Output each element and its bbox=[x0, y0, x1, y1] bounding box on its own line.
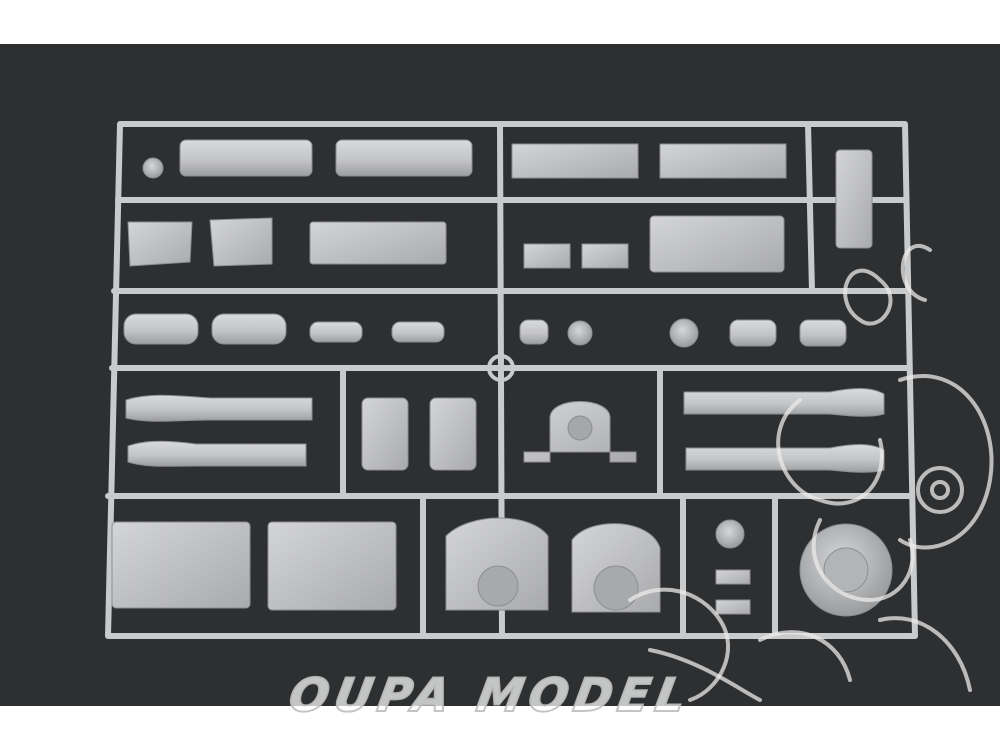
elbow-part bbox=[799, 319, 847, 347]
bracket-part bbox=[835, 149, 873, 249]
small-part bbox=[581, 243, 629, 269]
oil-pan-part bbox=[309, 221, 447, 265]
small-part bbox=[519, 319, 549, 345]
starter-part bbox=[729, 319, 777, 347]
small-part bbox=[142, 157, 164, 179]
pulley-part bbox=[567, 320, 593, 346]
sump-part bbox=[649, 215, 785, 273]
panel-part bbox=[659, 143, 787, 179]
small-part bbox=[715, 599, 751, 615]
cover-part bbox=[127, 221, 193, 267]
filter-part bbox=[429, 397, 477, 471]
cylinder-head-part bbox=[179, 139, 313, 177]
canister-part bbox=[211, 313, 287, 345]
exhaust-part bbox=[685, 444, 885, 473]
flywheel-hub bbox=[823, 547, 869, 593]
small-part bbox=[715, 519, 745, 549]
bell-housing-part bbox=[445, 517, 549, 611]
sprue-parts bbox=[111, 139, 893, 617]
mascot-logo-icon bbox=[628, 244, 994, 702]
sprue-frame bbox=[105, 121, 918, 639]
exhaust-part bbox=[125, 394, 313, 422]
housing-bore bbox=[567, 415, 593, 441]
canister-part bbox=[123, 313, 199, 345]
cover-part bbox=[209, 217, 273, 267]
starter-part bbox=[391, 321, 445, 343]
small-part bbox=[715, 569, 751, 585]
engine-block-part bbox=[267, 521, 397, 611]
panel-part bbox=[511, 143, 639, 179]
watermark-text: OUPA MODEL bbox=[284, 667, 697, 723]
housing-bore bbox=[593, 565, 639, 611]
small-part bbox=[523, 243, 571, 269]
exhaust-part bbox=[683, 388, 885, 417]
cylinder-head-part bbox=[335, 139, 473, 177]
starter-part bbox=[309, 321, 363, 343]
engine-block-part bbox=[111, 521, 251, 609]
pulley-part bbox=[669, 318, 699, 348]
exhaust-part bbox=[127, 440, 307, 467]
filter-part bbox=[361, 397, 409, 471]
housing-bore bbox=[477, 565, 519, 607]
